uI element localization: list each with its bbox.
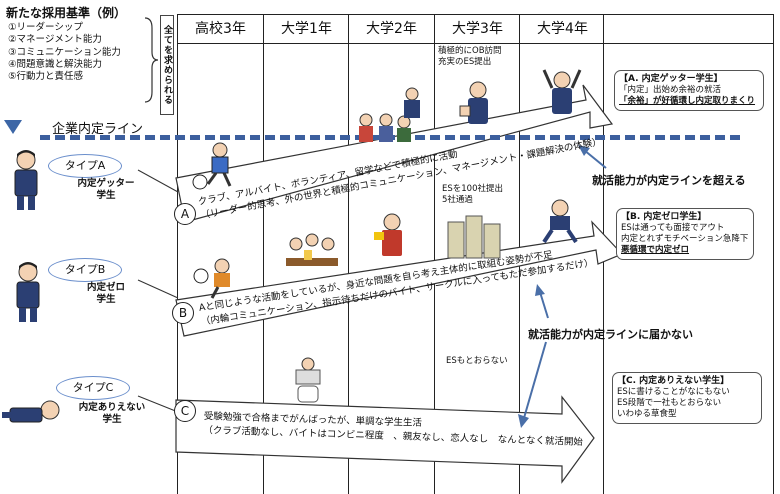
thumbs-up-student-icon (459, 81, 488, 124)
toilet-reading-icon (295, 357, 321, 403)
group-discussion-icon (359, 113, 411, 142)
callout-a: 【A. 内定ゲッター学生】 「内定」出始め余裕の就活 「余裕」が好循環し内定取り… (614, 70, 764, 111)
year-header: 大学4年 (537, 21, 588, 37)
student-b-figure-icon (16, 262, 40, 322)
type-b-label: タイプB (48, 258, 122, 282)
under-pointer-down (523, 341, 547, 419)
under-pointer-up (539, 291, 549, 319)
year-header: 大学1年 (281, 21, 332, 37)
hire-line-label: 企業内定ライン (52, 122, 144, 137)
grid-column-line (773, 14, 774, 494)
despairing-student-icon (542, 199, 578, 244)
arrow-c-shape (175, 395, 595, 484)
document-pile-icon (447, 215, 501, 259)
note-b-year3: ESを100社提出 5社通過 (442, 184, 503, 205)
criteria-title: 新たな採用基準（例） (6, 6, 127, 20)
celebrating-student-icon (542, 69, 582, 114)
arrow-b-shape (175, 220, 624, 337)
under-pointer-up-head (535, 284, 545, 296)
callout-b: 【B. 内定ゼロ学生】 ESは通っても面接でアウト 内定とれずモチベーション急降… (616, 208, 754, 260)
grid-header-border (177, 43, 774, 44)
student-a-figure-icon (14, 150, 38, 210)
over-pointer-head (578, 145, 590, 156)
type-c-desc: 内定ありえない 学生 (78, 402, 146, 425)
party-group-icon (286, 233, 338, 266)
grid-column-line (263, 14, 264, 494)
year-header: 高校3年 (195, 21, 246, 37)
under-line-label: 就活能力が内定ラインに届かない (528, 328, 693, 341)
connector-c (137, 395, 179, 413)
note-c-year3: ESもとおらない (446, 356, 508, 366)
over-line-label: 就活能力が内定ラインを超える (592, 174, 746, 187)
criteria-item: ①リーダーシップ (8, 22, 83, 33)
student-c-lying-figure-icon (2, 400, 60, 423)
grid-column-line (434, 14, 435, 494)
criteria-item: ③コミュニケーション能力 (8, 46, 121, 58)
connector-b (137, 279, 179, 299)
grid-column-line (177, 14, 178, 494)
soccer-player-icon (192, 142, 232, 190)
brace-shape (144, 17, 159, 103)
connector-a (137, 169, 179, 193)
type-a-desc: 内定ゲッター 学生 (77, 178, 135, 201)
type-a-label: タイプA (48, 154, 122, 178)
year-header: 大学3年 (452, 21, 503, 37)
grid-top-border (177, 14, 774, 15)
criteria-item: ⑤行動力と責任感 (8, 71, 84, 83)
criteria-item: ②マネージメント能力 (8, 34, 102, 46)
year-header: 大学2年 (366, 21, 417, 37)
boss-shouting-icon (374, 213, 402, 256)
arrow-a-shape (175, 84, 614, 223)
over-pointer (583, 149, 607, 169)
type-b-desc: 内定ゼロ 学生 (86, 282, 125, 305)
type-c-label: タイプC (56, 376, 130, 400)
type-a-circle: A (174, 203, 196, 225)
soccer-player-b-icon (193, 258, 230, 299)
under-pointer-down-head (518, 414, 529, 428)
hire-line-marker-icon (4, 120, 22, 134)
grid-column-line (348, 14, 349, 494)
criteria-item: ④問題意識と解決能力 (8, 58, 103, 70)
handshake-person-icon (404, 87, 420, 118)
type-b-circle: B (172, 302, 194, 324)
type-c-circle: C (174, 400, 196, 422)
note-a-year3: 積極的にOB訪問 充実のES提出 (438, 46, 502, 67)
criteria-list: ①リーダーシップ ②マネージメント能力 ③コミュニケーション能力 ④問題意識と解… (8, 22, 121, 83)
criteria-vertical-note: 全てを求められる (160, 15, 174, 115)
callout-c: 【C. 内定ありえない学生】 ESに書けることがなにもない ES段階で一社もとお… (612, 372, 762, 424)
